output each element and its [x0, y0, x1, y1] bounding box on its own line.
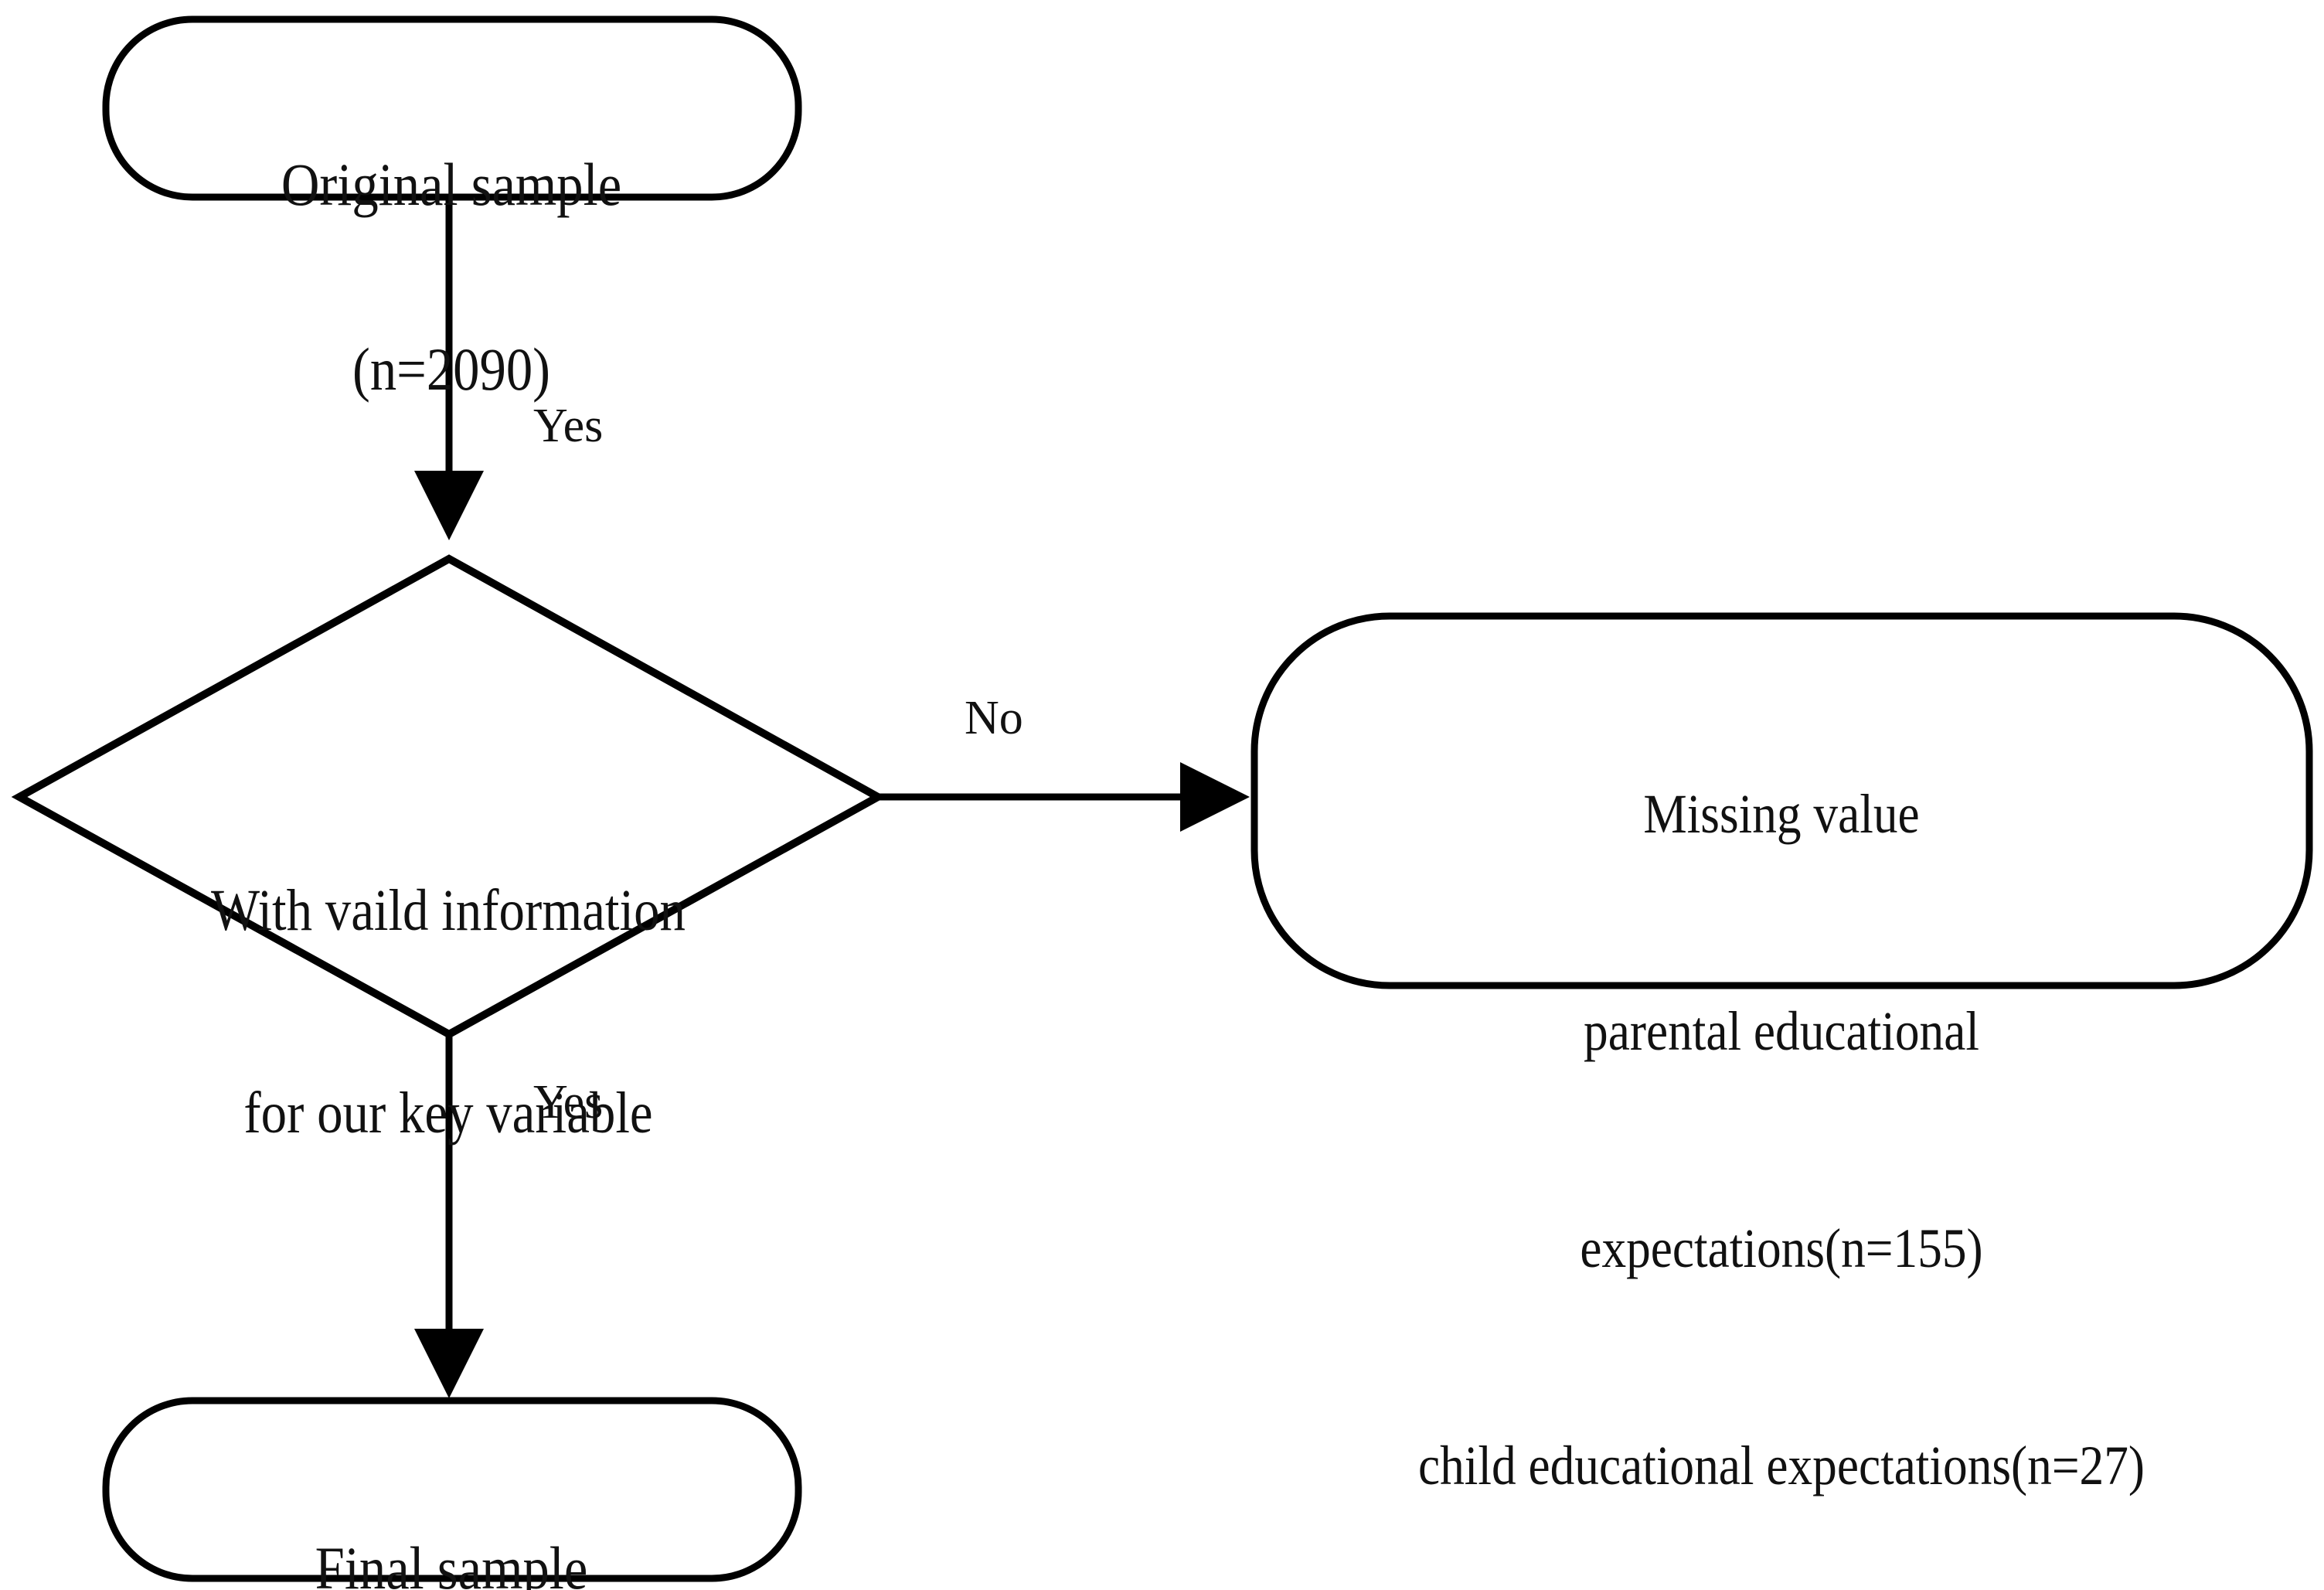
node-decision-shape[interactable] [11, 554, 886, 1039]
edge-label-no-decision-to-missing: No [965, 692, 1023, 744]
node-original-sample-shape[interactable] [102, 15, 802, 201]
edge-label-yes-decision-to-final: Yes [533, 1076, 604, 1129]
node-final-sample-shape[interactable] [102, 1397, 802, 1582]
edge-label-yes-original-to-decision: Yes [533, 400, 604, 452]
node-missing-value-shape[interactable] [1250, 612, 2313, 989]
